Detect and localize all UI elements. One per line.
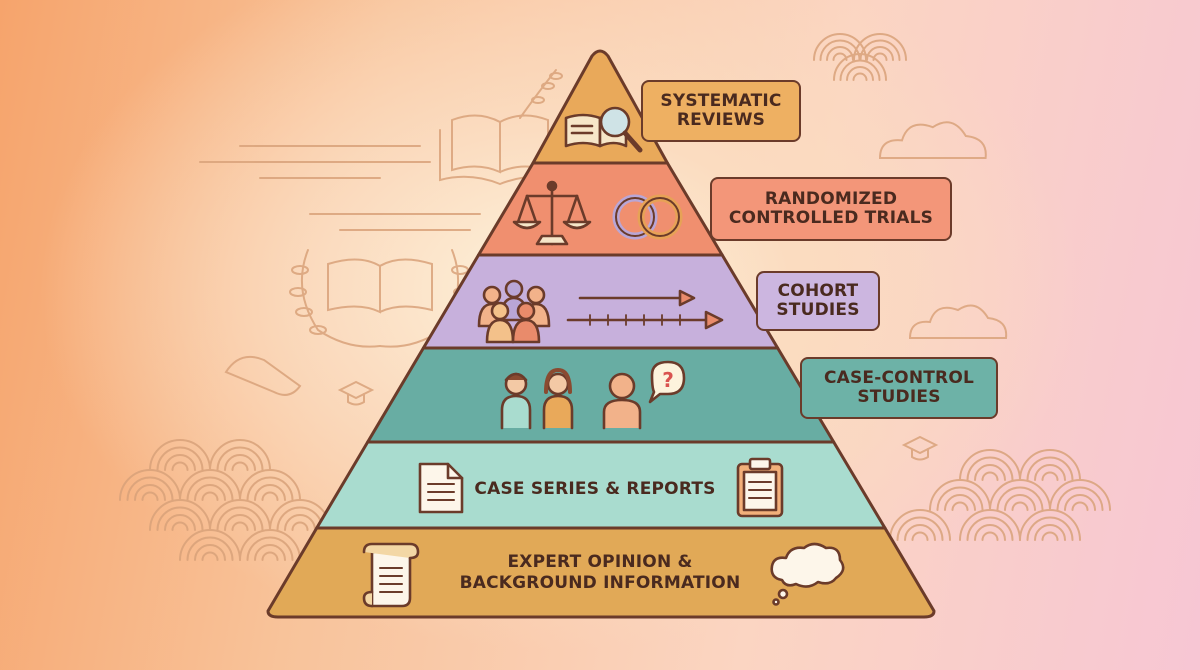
clipboard-icon: [736, 457, 784, 518]
laurel-book-icon: [289, 249, 471, 348]
label-case-series-reports: CASE SERIES & REPORTS: [474, 478, 716, 499]
scales-icon: [512, 180, 592, 246]
wave-pattern-right-3: [989, 479, 1051, 511]
background-decorations: [119, 33, 1111, 561]
wave-pattern-right-5: [959, 509, 1021, 541]
wave-pattern-right-7: [889, 509, 951, 541]
scroll-decoration-left: [224, 356, 302, 396]
couple-icon: [500, 368, 574, 430]
wave-pattern-left-1: [209, 439, 271, 471]
pyramid-icons: ?: [362, 106, 845, 608]
olive-branch-icon: [519, 69, 563, 119]
wave-pattern-left-9: [239, 529, 301, 561]
book-magnifier-icon: [564, 106, 643, 153]
cloud-lines-left-2: [309, 213, 481, 231]
wave-pattern-left-0: [149, 439, 211, 471]
document-icon: [418, 462, 464, 514]
wave-pattern-right-1: [1019, 449, 1081, 481]
pyramid-level-cohort-studies: [421, 253, 780, 350]
pyramid-level-expert-opinion: [266, 526, 936, 619]
cloud-icon-right-mid: [908, 304, 1008, 339]
scroll-icon: [362, 542, 420, 608]
wave-pattern-left-3: [179, 469, 241, 501]
linked-rings-icon: [612, 194, 683, 240]
graduation-cap-icon-left: [337, 380, 375, 406]
wave-pattern-top-2: [833, 53, 887, 81]
cloud-lines-left: [199, 145, 431, 179]
wave-pattern-right-2: [929, 479, 991, 511]
pyramid-level-case-control-studies: [366, 346, 836, 444]
wave-pattern-left-8: [179, 529, 241, 561]
person-question-icon: ?: [602, 360, 686, 430]
timeline-arrows-icon: [566, 289, 724, 330]
graduation-cap-icon-right: [901, 435, 939, 461]
pyramid-level-randomized-controlled-trials: [477, 161, 724, 257]
wave-pattern-right-0: [959, 449, 1021, 481]
cloud-icon-right-top: [878, 121, 987, 159]
wave-pattern-left-4: [239, 469, 301, 501]
wave-pattern-left-2: [119, 469, 181, 501]
label-expert-opinion: EXPERT OPINION &BACKGROUND INFORMATION: [459, 552, 741, 593]
wave-pattern-right-6: [1019, 509, 1081, 541]
wave-pattern-left-5: [149, 499, 211, 531]
group-icon: [477, 279, 551, 344]
wave-pattern-left-6: [209, 499, 271, 531]
svg-text:?: ?: [662, 368, 674, 392]
thought-cloud-icon: [770, 542, 845, 606]
wave-pattern-right-4: [1049, 479, 1111, 511]
